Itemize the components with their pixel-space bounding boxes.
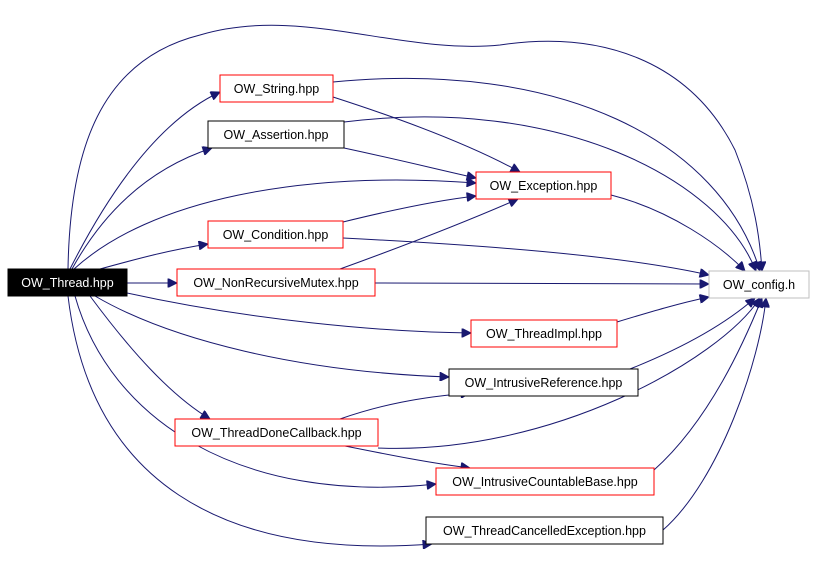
- edge-donecb-to-intref: [339, 393, 470, 420]
- node-box: [174, 418, 379, 447]
- edge-donecb-to-countable: [344, 445, 470, 468]
- node-box: [207, 120, 345, 149]
- edge-thread-to-impl: [126, 292, 471, 333]
- node-string[interactable]: OW_String.hpp: [219, 74, 334, 103]
- node-box: [470, 319, 618, 348]
- edge-string-to-exception: [332, 96, 520, 172]
- node-label: OW_Assertion.hpp: [224, 128, 329, 142]
- node-assertion[interactable]: OW_Assertion.hpp: [207, 120, 345, 149]
- node-label: OW_config.h: [723, 278, 795, 292]
- node-box: [435, 467, 655, 496]
- node-label: OW_NonRecursiveMutex.hpp: [193, 276, 358, 290]
- nodes-layer: OW_Thread.hpp OW_String.hppOW_Assertion.h…: [7, 74, 810, 545]
- node-countable[interactable]: OW_IntrusiveCountableBase.hpp: [435, 467, 655, 496]
- node-cancelled[interactable]: OW_ThreadCancelledException.hpp: [425, 516, 664, 545]
- edge-thread-to-string: [69, 92, 220, 270]
- node-donecb[interactable]: OW_ThreadDoneCallback.hpp: [174, 418, 379, 447]
- edge-thread-to-config: [67, 24, 762, 271]
- edge-assertion-to-exception: [343, 147, 476, 178]
- node-box: [708, 270, 810, 299]
- edge-cancelled-to-config: [662, 298, 766, 531]
- node-condition[interactable]: OW_Condition.hpp: [207, 220, 344, 249]
- edge-thread-to-countable: [74, 295, 436, 487]
- edge-nrmutex-to-config: [374, 283, 709, 284]
- node-box: [425, 516, 664, 545]
- node-label: OW_Exception.hpp: [490, 179, 598, 193]
- node-label: OW_String.hpp: [234, 82, 320, 96]
- node-label: OW_Thread.hpp: [21, 276, 113, 290]
- node-label: OW_Condition.hpp: [223, 228, 329, 242]
- node-exception[interactable]: OW_Exception.hpp: [475, 171, 612, 200]
- edge-condition-to-exception: [342, 196, 476, 223]
- edge-thread-to-donecb: [89, 295, 210, 419]
- node-nrmutex[interactable]: OW_NonRecursiveMutex.hpp: [176, 268, 376, 297]
- node-thread[interactable]: OW_Thread.hpp: [7, 268, 128, 297]
- edges-layer: [67, 24, 766, 546]
- edge-condition-to-config: [342, 237, 709, 275]
- edge-impl-to-config: [616, 297, 709, 323]
- node-box: [7, 268, 128, 297]
- edge-donecb-to-config: [377, 298, 760, 449]
- edge-thread-to-exception: [73, 180, 476, 270]
- edge-assertion-to-config: [343, 116, 756, 271]
- edge-thread-to-cancelled: [67, 295, 432, 546]
- edge-thread-to-intref: [94, 295, 449, 377]
- edge-intref-to-config: [629, 298, 755, 370]
- node-box: [219, 74, 334, 103]
- edge-thread-to-assertion: [71, 148, 212, 270]
- node-config[interactable]: OW_config.h: [708, 270, 810, 299]
- edge-exception-to-config: [610, 194, 745, 271]
- node-label: OW_ThreadCancelledException.hpp: [443, 524, 646, 538]
- node-label: OW_IntrusiveCountableBase.hpp: [452, 475, 638, 489]
- edge-nrmutex-to-exception: [339, 199, 518, 270]
- node-label: OW_ThreadImpl.hpp: [486, 327, 602, 341]
- edge-string-to-config: [332, 77, 760, 271]
- node-impl[interactable]: OW_ThreadImpl.hpp: [470, 319, 618, 348]
- edge-countable-to-config: [653, 298, 762, 471]
- node-label: OW_ThreadDoneCallback.hpp: [191, 426, 361, 440]
- edge-thread-to-condition: [99, 244, 208, 270]
- node-box: [207, 220, 344, 249]
- node-intref[interactable]: OW_IntrusiveReference.hpp: [448, 368, 639, 397]
- node-label: OW_IntrusiveReference.hpp: [465, 376, 623, 390]
- node-box: [176, 268, 376, 297]
- node-box: [475, 171, 612, 200]
- node-box: [448, 368, 639, 397]
